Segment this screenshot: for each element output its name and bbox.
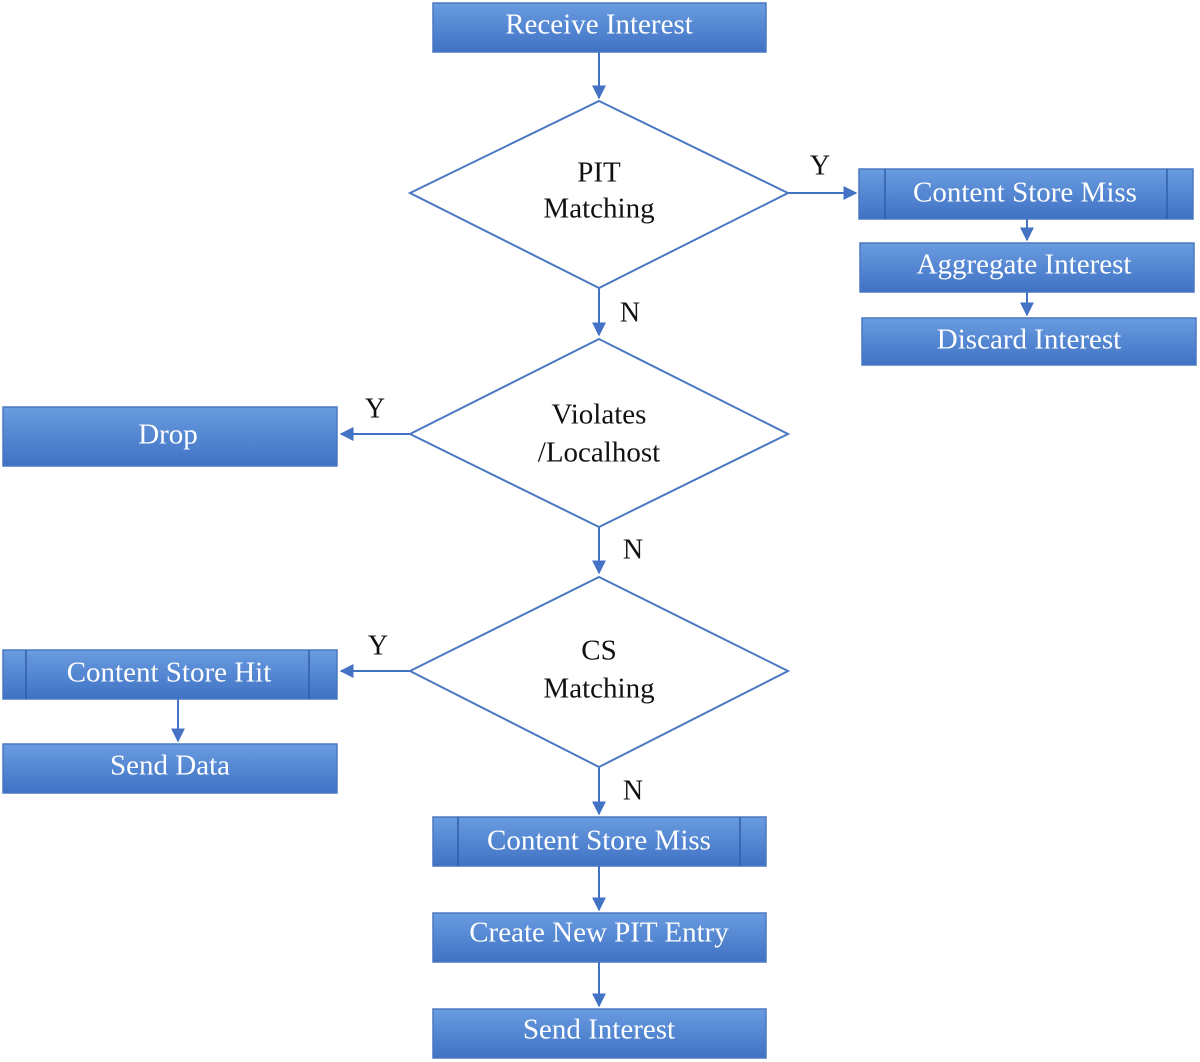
node-aggregate-interest: Aggregate Interest (859, 242, 1195, 293)
node-drop: Drop (2, 406, 338, 467)
label-violates-no: N (623, 534, 643, 565)
decision-violates-line2: /Localhost (538, 437, 660, 469)
decision-violates-line1: Violates (552, 399, 647, 431)
decision-pit-matching-line2: Matching (543, 193, 654, 225)
node-receive-interest-label: Receive Interest (505, 9, 693, 41)
node-send-interest-label: Send Interest (523, 1014, 675, 1046)
node-content-store-hit-label: Content Store Hit (67, 657, 272, 689)
decision-violates-localhost: Violates /Localhost (407, 337, 791, 529)
node-receive-interest: Receive Interest (432, 2, 767, 53)
node-discard-interest: Discard Interest (861, 317, 1197, 366)
label-pit-no: N (620, 297, 640, 328)
decision-cs-matching-line2: Matching (543, 673, 654, 705)
node-send-data-label: Send Data (110, 750, 230, 782)
decision-cs-matching: CS Matching (407, 575, 791, 769)
label-cs-no: N (623, 775, 643, 806)
node-send-interest: Send Interest (432, 1008, 767, 1059)
node-drop-label: Drop (138, 419, 198, 451)
node-aggregate-interest-label: Aggregate Interest (917, 249, 1132, 281)
node-content-store-miss-top-label: Content Store Miss (913, 177, 1137, 209)
node-discard-interest-label: Discard Interest (937, 324, 1121, 356)
node-send-data: Send Data (2, 743, 338, 794)
node-content-store-miss-top: Content Store Miss (858, 168, 1194, 220)
decision-pit-matching-line1: PIT (577, 157, 621, 189)
node-create-new-pit-entry: Create New PIT Entry (432, 912, 767, 963)
node-content-store-hit: Content Store Hit (2, 649, 338, 700)
label-pit-yes: Y (810, 150, 830, 181)
decision-pit-matching: PIT Matching (407, 99, 791, 290)
node-content-store-miss-bottom-label: Content Store Miss (487, 825, 711, 857)
label-cs-yes: Y (368, 630, 388, 661)
label-violates-yes: Y (365, 393, 385, 424)
node-content-store-miss-bottom: Content Store Miss (432, 816, 767, 867)
decision-cs-matching-line1: CS (581, 635, 616, 667)
edges (171, 52, 1034, 1008)
node-create-new-pit-entry-label: Create New PIT Entry (469, 917, 729, 949)
